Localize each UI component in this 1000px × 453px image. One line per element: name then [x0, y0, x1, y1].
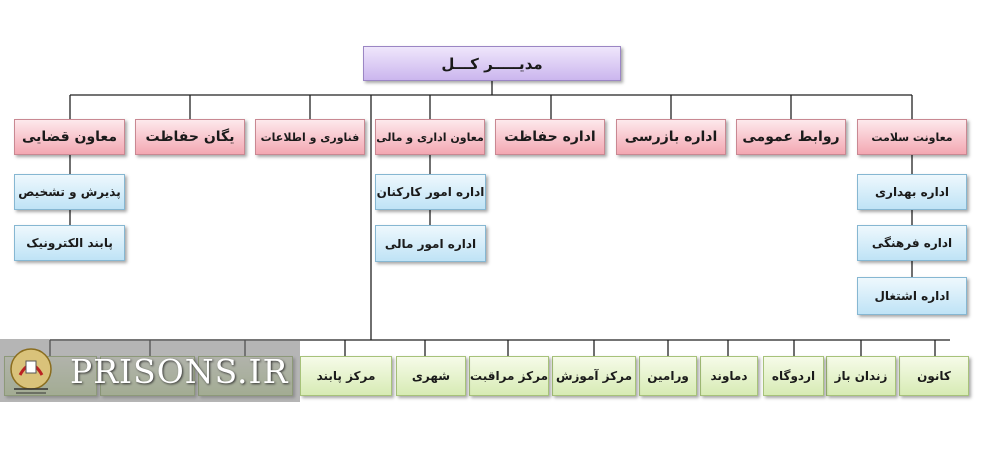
- admin-child-box: اداره امور مالی: [375, 225, 486, 262]
- admin-child-box: اداره امور کارکنان: [375, 174, 486, 210]
- facility-box: زندان باز: [826, 356, 896, 396]
- facility-box: ورامین: [639, 356, 697, 396]
- protection-dept-box: اداره حفاظت: [495, 119, 605, 155]
- judicial-child-box: پابند الکترونیک: [14, 225, 125, 261]
- public-relations-box: روابط عمومی: [736, 119, 846, 155]
- watermark-text: PRISONS.IR: [70, 352, 289, 391]
- admin-finance-deputy-box: معاون اداری و مالی: [375, 119, 485, 155]
- facility-box: مرکز آموزش: [552, 356, 636, 396]
- health-deputy-box: معاونت سلامت: [857, 119, 967, 155]
- inspection-dept-box: اداره بازرسی: [616, 119, 726, 155]
- facility-box: مرکز پابند: [300, 356, 392, 396]
- judicial-child-box: پذیرش و تشخیص: [14, 174, 125, 210]
- director-general-box: مدیـــــر کـــل: [363, 46, 621, 81]
- health-child-box: اداره بهداری: [857, 174, 967, 210]
- it-dept-box: فناوری و اطلاعات: [255, 119, 365, 155]
- facility-box: دماوند: [700, 356, 758, 396]
- facility-box: کانون: [899, 356, 969, 396]
- judicial-deputy-box: معاون قضایی: [14, 119, 125, 155]
- prisons-emblem-icon: [10, 348, 52, 394]
- facility-box: شهری: [396, 356, 466, 396]
- facility-box: مرکز مراقبت: [469, 356, 549, 396]
- health-child-box: اداره فرهنگی: [857, 225, 967, 261]
- facility-box: اردوگاه: [763, 356, 824, 396]
- health-child-box: اداره اشتغال: [857, 277, 967, 315]
- protection-unit-box: یگان حفاظت: [135, 119, 245, 155]
